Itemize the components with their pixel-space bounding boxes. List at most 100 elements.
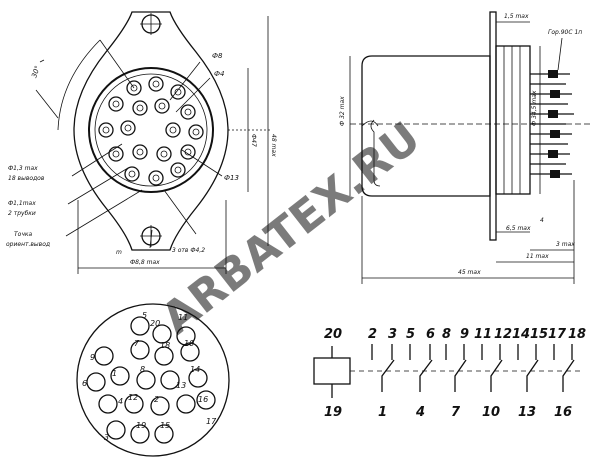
flange-outline — [73, 11, 229, 251]
pin-label-14: 14 — [190, 365, 200, 374]
sch-top-2: 2 — [368, 327, 377, 342]
pin-14 — [188, 368, 208, 388]
label-d-body: 48 max — [270, 134, 277, 157]
pin-10 — [180, 342, 200, 362]
sch-bot-1: 1 — [378, 405, 387, 420]
front-view: Ф8 Ф4 Ф13 Ф1,3 max 18 выводов Ф1,1max 2 … — [6, 11, 277, 274]
sch-top-12: 12 — [494, 327, 512, 342]
pin-2 — [150, 396, 170, 416]
label-n: m — [116, 249, 122, 256]
sch-bot-13: 13 — [518, 405, 536, 420]
pin-label-3: 3 — [104, 433, 109, 442]
label-d-base: Ф8,8 max — [130, 259, 160, 266]
schematic: 20 2 3 5 6 8 9 11 12 14 15 17 18 19 1 4 … — [313, 327, 586, 420]
pin-label-20: 20 — [150, 319, 160, 328]
pin-label-12: 12 — [128, 393, 138, 402]
pin-17 — [196, 390, 216, 410]
pin-label-11: 11 — [178, 313, 188, 322]
pin-label-19: 19 — [136, 421, 146, 430]
label-dim-11: 11 max — [526, 253, 549, 260]
label-d4: Ф4 — [214, 70, 224, 78]
pin-label-6: 6 — [82, 379, 87, 388]
label-key-desc: ориент.вывод — [6, 241, 50, 248]
sch-bot-4: 4 — [415, 405, 425, 420]
label-wire-mark: Гор.90С 1п — [548, 29, 582, 36]
pin-8 — [136, 370, 156, 390]
sch-bot-16: 16 — [554, 405, 572, 420]
sch-bot-10: 10 — [482, 405, 500, 420]
label-top-dim: 1,5 max — [504, 13, 529, 20]
pin-label-1: 1 — [112, 369, 117, 378]
side-view: 1,5 max Гор.90С 1п Ф 32 max Ф 34,5 max 4… — [339, 11, 590, 284]
pin-label-8: 8 — [140, 365, 145, 374]
label-pins-count: 18 выводов — [8, 175, 45, 182]
pin-label-9: 9 — [90, 353, 95, 362]
pin-label-13: 13 — [176, 381, 186, 390]
pin-9 — [94, 346, 114, 366]
label-d8: Ф8 — [212, 52, 223, 60]
front-leaders — [65, 39, 223, 249]
pin-5 — [130, 316, 150, 336]
pin-11 — [176, 326, 196, 346]
pin-1 — [110, 366, 130, 386]
coil — [313, 357, 351, 385]
pin-label-2: 2 — [154, 395, 159, 404]
sch-top-5: 5 — [406, 327, 415, 342]
label-d-inner: Ф 34,5 max — [531, 90, 538, 126]
pin-label-16: 16 — [198, 395, 208, 404]
sch-bot-7: 7 — [451, 405, 461, 420]
pin-13 — [160, 370, 180, 390]
sch-top-17: 17 — [548, 327, 567, 342]
sch-top-3: 3 — [388, 327, 397, 342]
sch-top-8: 8 — [442, 327, 451, 342]
pin-6 — [86, 372, 106, 392]
label-angle: 30° — [30, 65, 42, 79]
sch-top-15: 15 — [530, 327, 548, 342]
pin-12 — [124, 394, 144, 414]
label-dim-65: 6,5 max — [506, 225, 531, 232]
label-d-mount: Ф47 — [250, 134, 257, 147]
label-d13: Ф13 — [224, 174, 239, 182]
pin-label-4: 4 — [118, 397, 123, 406]
sch-top-20: 20 — [324, 327, 342, 342]
label-d-outer: Ф 32 max — [339, 96, 346, 126]
sch-top-11: 11 — [474, 327, 492, 342]
base-inner-circle — [94, 73, 208, 187]
label-key-point: Точка — [14, 231, 33, 238]
pin-view-outline — [76, 303, 230, 457]
sch-top-18: 18 — [568, 327, 586, 342]
pin-label-7: 7 — [134, 339, 140, 348]
base-outer-circle — [88, 67, 214, 193]
pin-16 — [176, 394, 196, 414]
pin-3 — [106, 420, 126, 440]
label-dim-3: 3 max — [556, 241, 575, 248]
pin-19 — [130, 424, 150, 444]
pin-label-5: 5 — [142, 311, 147, 320]
label-d-pins: Ф1,3 max — [8, 165, 38, 172]
pin-label-15: 15 — [160, 421, 170, 430]
pin-18 — [154, 346, 174, 366]
contact-groups — [371, 344, 575, 392]
front-pins — [98, 76, 204, 186]
sch-top-6: 6 — [426, 327, 435, 342]
sch-top-14: 14 — [512, 327, 530, 342]
side-body — [361, 55, 491, 197]
side-flange — [489, 11, 497, 241]
label-tubes: 2 трубки — [8, 210, 36, 217]
label-dim-4: 4 — [540, 217, 544, 224]
pin-7 — [130, 340, 150, 360]
pin-label-18: 18 — [160, 341, 170, 350]
label-pitch: 3 отв Ф4,2 — [172, 247, 205, 254]
pin-label-10: 10 — [184, 339, 194, 348]
sch-top-9: 9 — [460, 327, 469, 342]
label-d-tubes: Ф1,1max — [8, 200, 36, 207]
sch-bot-19: 19 — [324, 405, 342, 420]
pin-label-17: 17 — [206, 417, 217, 426]
pin-4 — [98, 394, 118, 414]
pin-20 — [152, 324, 172, 344]
pin-15 — [154, 424, 174, 444]
label-dim-45: 45 max — [458, 269, 481, 276]
